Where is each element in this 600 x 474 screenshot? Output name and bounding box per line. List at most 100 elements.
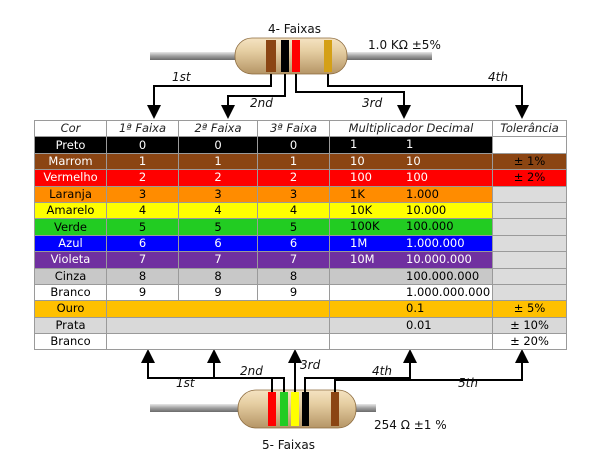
bottom-arrow-3rd: 3rd <box>300 358 321 372</box>
band1-digit: 3 <box>106 185 179 203</box>
band3-digit: 2 <box>257 169 330 187</box>
multiplier-value: 1.000.000.000 <box>406 284 491 299</box>
band2-digit: 7 <box>178 251 258 269</box>
bottom-arrow-1st: 1st <box>176 376 195 390</box>
bottom-arrow-5th: 5th <box>458 376 478 390</box>
tolerance-cell <box>492 218 567 236</box>
header-multiplier: Multiplicador Decimal <box>329 119 493 138</box>
header-band1: 1ª Faixa <box>106 119 179 138</box>
color-name: Amarelo <box>34 201 107 220</box>
multiplier-short: 100K <box>350 219 380 234</box>
color-name: Cinza <box>34 267 107 285</box>
band3-digit: 3 <box>257 185 330 203</box>
header-band3: 3ª Faixa <box>257 119 330 138</box>
band2-digit: 4 <box>178 201 258 220</box>
band1-digit: 6 <box>106 234 179 253</box>
top-resistor-value: 1.0 KΩ ±5% <box>368 38 441 52</box>
multiplier-short: 10K <box>350 202 373 217</box>
tolerance-cell: ± 5% <box>492 300 567 318</box>
band3-digit: 6 <box>257 234 330 253</box>
band2-digit: 6 <box>178 234 258 253</box>
color-name: Preto <box>34 136 107 154</box>
multiplier-cell: 1.000.000.000 <box>329 283 493 302</box>
multiplier-cell: 0.01 <box>329 316 493 335</box>
multiplier-value: 0.1 <box>406 301 425 316</box>
band3-digit: 7 <box>257 251 330 269</box>
tolerance-cell <box>492 267 567 285</box>
multiplier-value: 10.000 <box>406 202 447 217</box>
band-gold <box>324 40 332 72</box>
band2-digit: 9 <box>178 283 258 302</box>
color-name: Vermelho <box>34 169 107 187</box>
bottom-resistor-value: 254 Ω ±1 % <box>374 418 447 432</box>
multiplier-value: 10.000.000 <box>406 252 472 267</box>
top-resistor-title: 4- Faixas <box>268 22 321 36</box>
band3-digit: 4 <box>257 201 330 220</box>
tolerance-cell: ± 2% <box>492 169 567 187</box>
color-code-body: Cor 1ª Faixa 2ª Faixa 3ª Faixa Multiplic… <box>34 119 567 351</box>
color-code-table: Cor 1ª Faixa 2ª Faixa 3ª Faixa Multiplic… <box>34 119 567 351</box>
tolerance-cell <box>492 251 567 269</box>
multiplier-short: 1 <box>350 137 358 152</box>
bottom-arrow-2nd: 2nd <box>240 364 263 378</box>
band1-digit: 7 <box>106 251 179 269</box>
multiplier-value: 100 <box>406 170 428 185</box>
color-name: Azul <box>34 234 107 253</box>
color-name: Violeta <box>34 251 107 269</box>
top-arrow-1st: 1st <box>172 70 191 84</box>
multiplier-cell: 100.000.000 <box>329 267 493 285</box>
band3-digit: 1 <box>257 152 330 171</box>
band1-digit: 9 <box>106 283 179 302</box>
band1-digit: 1 <box>106 152 179 171</box>
multiplier-value: 1.000 <box>406 186 439 201</box>
multiplier-value: 10 <box>406 153 421 168</box>
multiplier-cell <box>329 333 493 351</box>
multiplier-cell: 1K 1.000 <box>329 185 493 203</box>
band-black <box>302 392 309 426</box>
tolerance-cell <box>492 283 567 302</box>
multiplier-short: 1K <box>350 186 365 201</box>
bottom-arrow-4th: 4th <box>372 364 392 378</box>
multiplier-short: 1M <box>350 235 368 250</box>
bottom-resistor <box>150 389 376 429</box>
band3-digit: 9 <box>257 283 330 302</box>
band-green <box>280 392 288 426</box>
band1-digit: 0 <box>106 136 179 154</box>
band-brown <box>331 392 339 426</box>
band2-digit: 0 <box>178 136 258 154</box>
band-black <box>281 40 289 72</box>
color-name: Branco <box>34 283 107 302</box>
band2-digit: 5 <box>178 218 258 236</box>
band2-digit: 8 <box>178 267 258 285</box>
color-name: Prata <box>34 316 107 335</box>
multiplier-short: 10M <box>350 252 375 267</box>
multiplier-value: 100.000.000 <box>406 268 480 283</box>
multiplier-cell: 10M 10.000.000 <box>329 251 493 269</box>
band-brown <box>266 40 276 72</box>
top-arrow-3rd: 3rd <box>362 96 383 110</box>
multiplier-value: 1 <box>406 137 414 152</box>
tolerance-cell <box>492 136 567 154</box>
digit-cells <box>106 333 330 351</box>
bottom-resistor-title: 5- Faixas <box>262 438 315 452</box>
multiplier-cell: 0.1 <box>329 300 493 318</box>
band3-digit: 0 <box>257 136 330 154</box>
band1-digit: 4 <box>106 201 179 220</box>
tolerance-cell <box>492 185 567 203</box>
color-name: Verde <box>34 218 107 236</box>
top-resistor <box>150 37 432 75</box>
